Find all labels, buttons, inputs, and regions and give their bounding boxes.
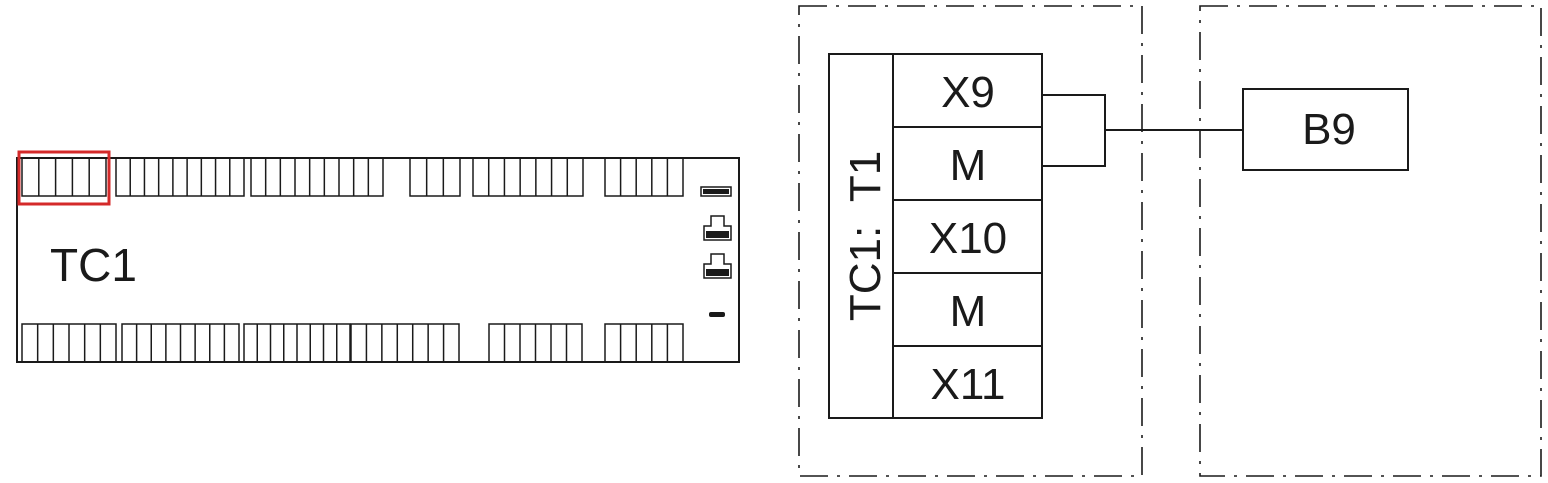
bottom-terminal-connectors [21,323,684,363]
terminal-x11: X11 [930,360,1005,409]
controller-board: TC1 [16,150,740,363]
terminal-connector [604,323,684,363]
controller-label: TC1 [50,239,137,291]
usb-port-icon [700,186,732,197]
terminal-connector [21,157,107,197]
terminal-connector [243,323,351,363]
terminal-block-body [892,53,1043,419]
micro-usb-port-icon [709,312,725,317]
sensor-wire [1042,94,1243,167]
terminal-connector [472,157,584,197]
ethernet-port-icon [703,253,732,279]
terminal-connector [350,323,460,363]
terminal-connector [409,157,461,197]
terminal-connector [121,323,240,363]
terminal-connector [21,323,117,363]
terminal-connector [604,157,684,197]
field-device-zone-boundary [1199,5,1542,477]
terminal-connector [250,157,384,197]
terminal-x9: X9 [941,68,995,117]
ethernet-port-icon [703,215,732,241]
top-terminal-connectors [21,157,684,197]
controller-zone-boundary [798,5,1143,477]
terminal-block-header: TC1: T1 [841,151,890,321]
terminal-connector [115,157,245,197]
terminal-m: M [950,287,987,336]
terminal-x10: X10 [929,214,1007,263]
selected-terminal-highlight [17,150,111,206]
sensor-label: B9 [1302,105,1356,154]
terminal-connector [488,323,583,363]
terminal-m: M [950,141,987,190]
terminal-block: TC1: T1 X9 M X10 M X11 [828,53,1043,419]
sensor-box [1242,88,1409,171]
sensor-b9: B9 [1242,88,1409,171]
